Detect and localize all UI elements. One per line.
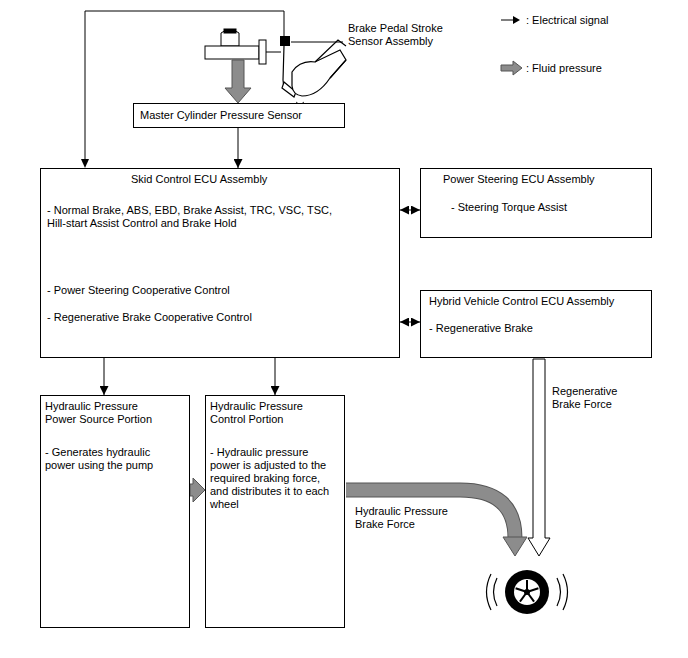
legend-text: : Fluid pressure — [526, 62, 602, 74]
box-body: - Hydraulic pressure power is adjusted t… — [210, 446, 338, 511]
process-box: Hydraulic Pressure Power Source Portion -… — [40, 395, 190, 628]
fluid-arrow — [225, 60, 251, 103]
process-box: Hydraulic Pressure Control Portion - Hydr… — [205, 395, 345, 628]
master-cylinder — [259, 40, 266, 64]
box-title: Master Cylinder Pressure Sensor — [140, 109, 344, 122]
electrical-wire — [81, 159, 89, 168]
master-cylinder — [266, 52, 281, 53]
box-body: - Generates hydraulic power using the pu… — [45, 446, 155, 472]
wheel-spoke — [527, 588, 538, 592]
brake-pedal-and-foot — [292, 50, 346, 96]
fluid-arrow — [225, 60, 251, 103]
wheel-spoke — [520, 592, 527, 602]
fluid-pressure-arrow — [190, 478, 205, 502]
wheel — [487, 574, 568, 610]
brake-pedal-and-foot — [315, 40, 346, 78]
wheel — [516, 580, 539, 602]
fluid-head — [501, 61, 522, 75]
legend-item: : Electrical signal — [500, 12, 609, 28]
regenerative-brake-force-arrow — [528, 359, 550, 556]
box-body: - Power Steering Cooperative Control — [47, 284, 399, 297]
signal-connector — [104, 358, 105, 395]
box-title: Skid Control ECU Assembly — [131, 173, 399, 186]
brake-pedal-stroke-sensor — [280, 36, 290, 46]
signal-connector — [400, 322, 420, 323]
wheel-spoke — [516, 588, 527, 592]
sensor-box: Master Cylinder Pressure Sensor — [133, 103, 345, 128]
hydraulic-brake-force-arrow — [346, 490, 515, 538]
hydraulic-brake-force-arrow — [346, 490, 515, 538]
wheel — [487, 570, 568, 614]
signal-sample — [500, 12, 524, 28]
box-title: Hydraulic Pressure Control Portion — [210, 400, 322, 426]
signal-connector — [400, 210, 420, 211]
fluid-sample — [500, 60, 524, 76]
hydraulic-brake-force-arrow — [346, 490, 527, 556]
signal-head — [513, 16, 520, 24]
electrical-wire — [81, 11, 284, 168]
wheel — [505, 570, 549, 614]
brake-pedal-and-foot — [282, 40, 346, 110]
master-cylinder — [221, 30, 239, 47]
box-body: - Normal Brake, ABS, EBD, Brake Assist, … — [47, 204, 347, 230]
box-title: Hybrid Vehicle Control ECU Assembly — [429, 295, 651, 308]
callout-label: Hydraulic Pressure Brake Force — [355, 505, 477, 531]
wheel — [514, 579, 540, 605]
box-body: - Steering Torque Assist — [451, 201, 651, 214]
signal-connector — [275, 358, 276, 395]
ecu-box: Hybrid Vehicle Control ECU Assembly - Reg… — [420, 290, 652, 358]
box-body: - Regenerative Brake Cooperative Control — [47, 311, 399, 324]
callout-label: Regenerative Brake Force — [552, 385, 634, 411]
hydraulic-brake-force-arrow — [503, 537, 527, 556]
box-title: Power Steering ECU Assembly — [443, 173, 651, 186]
signal-line — [501, 20, 514, 21]
box-title: Hydraulic Pressure Power Source Portion — [45, 400, 155, 426]
master-cylinder — [205, 46, 259, 59]
legend-item: : Fluid pressure — [500, 60, 602, 76]
wheel-spoke — [527, 592, 534, 602]
master-cylinder — [224, 29, 236, 33]
master-cylinder — [205, 29, 281, 64]
electrical-wire — [85, 11, 284, 160]
callout-label: Brake Pedal Stroke Sensor Assembly — [348, 22, 468, 48]
regenerative-brake-force-arrow — [528, 359, 550, 556]
wheel-spoke — [526, 580, 528, 592]
signal-connector — [238, 128, 239, 168]
legend-text: : Electrical signal — [526, 14, 609, 26]
box-body: - Regenerative Brake — [429, 322, 651, 335]
ecu-box: Skid Control ECU Assembly - Normal Brake,… — [40, 168, 400, 358]
ecu-box: Power Steering ECU Assembly - Steering To… — [420, 168, 652, 238]
